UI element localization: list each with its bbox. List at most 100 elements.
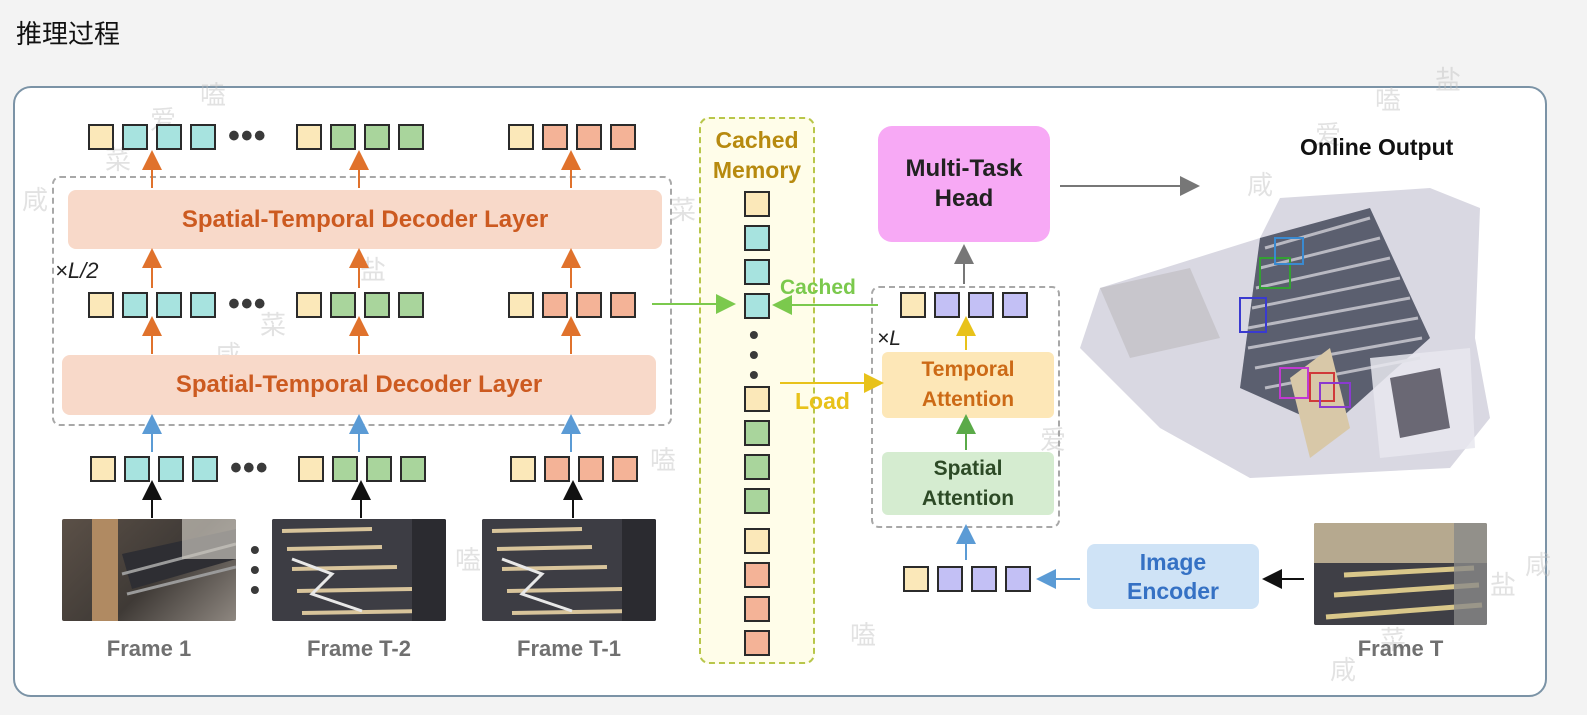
watermark-char: 咸 (1247, 171, 1274, 201)
temporal-attention-label-2: Attention (921, 388, 1015, 411)
token (296, 292, 322, 318)
temporal-attention-label-1: Temporal (921, 358, 1015, 381)
page-title: 推理过程 (16, 20, 121, 50)
token (937, 566, 963, 592)
arrow-gray-group (954, 176, 1200, 284)
watermark-char: 咸 (22, 186, 49, 216)
token (192, 456, 218, 482)
frame-1-image (62, 519, 236, 621)
decoder-layer-bottom: Spatial-Temporal Decoder Layer (62, 355, 656, 415)
decoder-layer-top-label: Spatial-Temporal Decoder Layer (181, 205, 549, 233)
3d-reconstruction-image (1080, 188, 1490, 478)
frame-t-1-image (482, 519, 656, 621)
watermark-char: 嗑 (850, 621, 877, 651)
token (744, 596, 770, 622)
token (744, 225, 770, 251)
token (364, 292, 390, 318)
vertical-ellipsis-icon: ••• (250, 534, 261, 605)
watermark-char: 咸 (1330, 656, 1357, 686)
token (88, 292, 114, 318)
stairs-image (92, 519, 236, 621)
token (398, 292, 424, 318)
watermark-char: 菜 (105, 146, 132, 176)
token (971, 566, 997, 592)
token (744, 562, 770, 588)
multi-task-head-label-1: Multi-Task (905, 155, 1023, 182)
token (744, 293, 770, 319)
watermark-char: 嗑 (1375, 86, 1402, 116)
online-output-reconstruction (1070, 178, 1495, 478)
image-encoder: Image Encoder (1087, 544, 1259, 609)
token (744, 488, 770, 514)
token (156, 292, 182, 318)
token (190, 292, 216, 318)
arrow-black-group (142, 480, 1304, 589)
spatial-attention-label-1: Spatial (933, 456, 1003, 480)
stairs-image (272, 519, 446, 621)
token (610, 124, 636, 150)
token (612, 456, 638, 482)
token (88, 124, 114, 150)
token (576, 124, 602, 150)
watermark-char: 菜 (1380, 626, 1407, 656)
token (744, 454, 770, 480)
watermark-char: 咸 (1525, 551, 1552, 581)
cached-memory-title-2: Memory (712, 157, 802, 183)
arrow-blue-group (142, 414, 1080, 589)
token (544, 456, 570, 482)
spatial-attention-label-2: Attention (921, 486, 1015, 510)
token (508, 124, 534, 150)
token (122, 124, 148, 150)
token (576, 292, 602, 318)
spatial-attention: Spatial Attention (882, 452, 1054, 515)
token (508, 292, 534, 318)
token (744, 420, 770, 446)
token (903, 566, 929, 592)
arrow-yellow-group (780, 316, 976, 393)
vertical-ellipsis-icon: ••• (749, 319, 760, 390)
token (610, 292, 636, 318)
token (90, 456, 116, 482)
token (542, 292, 568, 318)
token (298, 456, 324, 482)
watermark-char: 嗑 (455, 546, 482, 576)
load-label: Load (795, 388, 850, 414)
token (156, 124, 182, 150)
watermark-char: 菜 (260, 311, 287, 341)
token (968, 292, 994, 318)
token (296, 124, 322, 150)
token (330, 124, 356, 150)
decoder-layer-bottom-label: Spatial-Temporal Decoder Layer (175, 371, 543, 398)
stairs-image (482, 519, 656, 621)
image-encoder-label-2: Encoder (1126, 577, 1220, 604)
token (400, 456, 426, 482)
token (934, 292, 960, 318)
frame-t-label: Frame T (1357, 636, 1444, 661)
token (542, 124, 568, 150)
token (510, 456, 536, 482)
multi-task-head-label-2: Head (934, 185, 994, 212)
online-output-title: Online Output (1300, 134, 1454, 160)
token (398, 124, 424, 150)
frame-t-1-label: Frame T-1 (517, 636, 621, 661)
repeat-inner-label: ×L (877, 327, 901, 350)
token (364, 124, 390, 150)
frame-1-label: Frame 1 (106, 636, 192, 661)
frame-t-2-label: Frame T-2 (307, 636, 411, 661)
token (744, 386, 770, 412)
decoder-layer-top: Spatial-Temporal Decoder Layer (68, 190, 662, 249)
watermark-char: 爱 (1040, 426, 1067, 456)
token (744, 191, 770, 217)
stairs-image (1314, 523, 1487, 625)
cached-memory-title-1: Cached (715, 127, 799, 153)
watermark-char: 爱 (1315, 121, 1342, 151)
frame-t-image (1314, 523, 1487, 625)
token (332, 456, 358, 482)
watermark-char: 盐 (1490, 571, 1517, 601)
token (330, 292, 356, 318)
multi-task-head: Multi-Task Head (878, 126, 1050, 242)
watermark-char: 菜 (670, 196, 697, 226)
token (578, 456, 604, 482)
frame-t-2-image (272, 519, 446, 621)
